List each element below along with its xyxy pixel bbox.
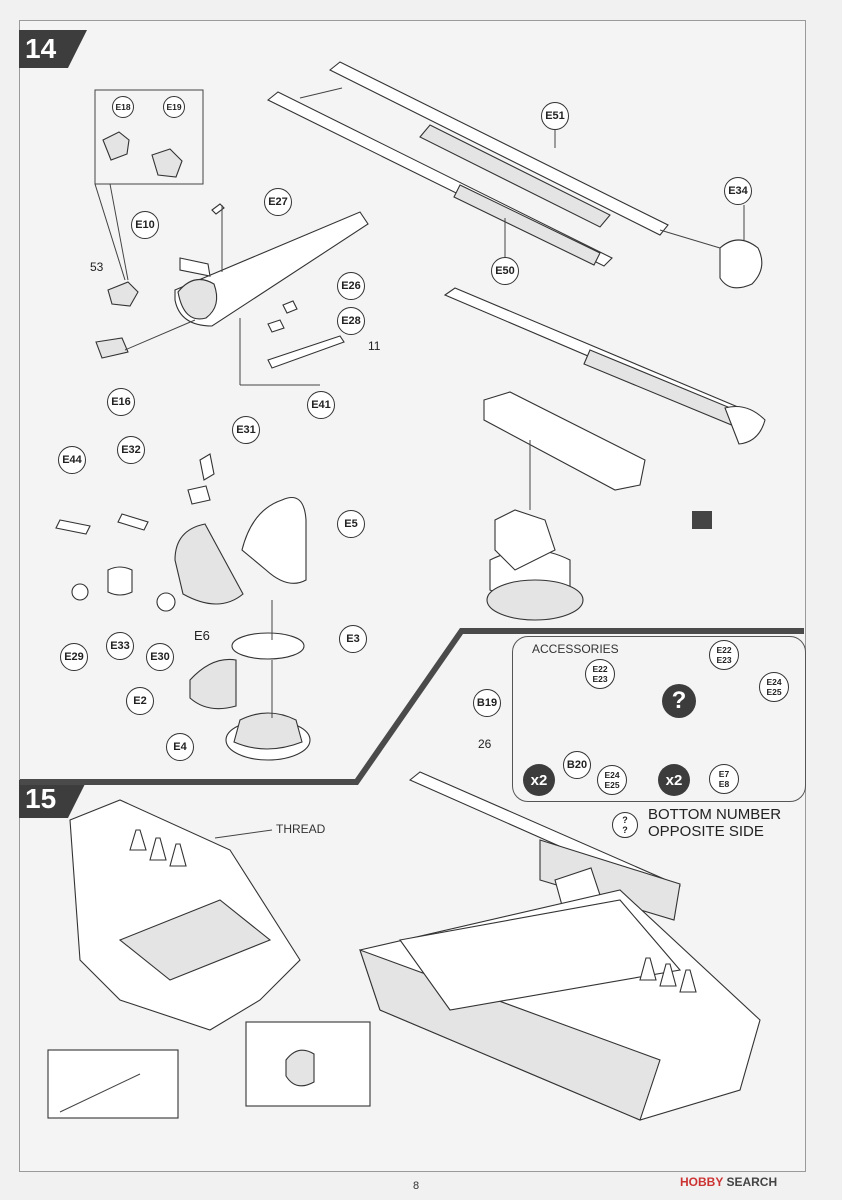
callout-e4: E4: [166, 733, 194, 761]
note-q2: ?: [622, 825, 628, 835]
step-14-badge: 14: [19, 30, 87, 68]
e25-b-text: E25: [604, 780, 620, 790]
callout-e22-e23-a: E22 E23: [585, 659, 615, 689]
callout-e24-e25-a: E24 E25: [759, 672, 789, 702]
bottom-number-note: BOTTOM NUMBER OPPOSITE SIDE: [648, 806, 781, 840]
page-number: 8: [413, 1180, 420, 1192]
note-q1: ?: [622, 815, 628, 825]
callout-e31: E31: [232, 416, 260, 444]
accessories-title: ACCESSORIES: [532, 642, 619, 656]
callout-e19: E19: [163, 96, 185, 118]
callout-e3: E3: [339, 625, 367, 653]
e7-text: E7: [718, 769, 730, 779]
e25-a-text: E25: [766, 687, 782, 697]
label-26: 26: [478, 737, 492, 751]
callout-e50: E50: [491, 257, 519, 285]
note-line1: BOTTOM NUMBER: [648, 806, 782, 823]
callout-b20: B20: [563, 751, 591, 779]
callout-e24-e25-b: E24 E25: [597, 765, 627, 795]
brand-suffix: SEARCH: [726, 1175, 778, 1189]
callout-e26: E26: [337, 272, 365, 300]
callout-e33: E33: [106, 632, 134, 660]
quantity-x2-left: x2: [523, 764, 555, 796]
callout-e18: E18: [112, 96, 134, 118]
callout-e30: E30: [146, 643, 174, 671]
question-icon: ?: [662, 684, 696, 718]
callout-e16: E16: [107, 388, 135, 416]
e23-a-text: E23: [592, 674, 608, 684]
callout-e28: E28: [337, 307, 365, 335]
label-e6: E6: [194, 628, 210, 643]
callout-b19: B19: [473, 689, 501, 717]
step-divider: [20, 628, 804, 785]
thread-label: THREAD: [276, 822, 326, 836]
e22-a-text: E22: [592, 664, 608, 674]
callout-e44: E44: [58, 446, 86, 474]
callout-e51: E51: [541, 102, 569, 130]
callout-e2: E2: [126, 687, 154, 715]
callout-e27: E27: [264, 188, 292, 216]
note-line2: OPPOSITE SIDE: [648, 823, 764, 840]
callout-e10: E10: [131, 211, 159, 239]
callout-e22-e23-b: E22 E23: [709, 640, 739, 670]
brand-watermark: HOBBY SEARCH: [680, 1175, 777, 1189]
quantity-x2-right: x2: [658, 764, 690, 796]
callout-e29: E29: [60, 643, 88, 671]
callout-e32: E32: [117, 436, 145, 464]
bottom-number-icon: ? ?: [612, 812, 638, 838]
callout-e7-e8: E7 E8: [709, 764, 739, 794]
e24-a-text: E24: [766, 677, 782, 687]
e22-b-text: E22: [716, 645, 732, 655]
brand-prefix: HOBBY: [680, 1175, 724, 1189]
e24-b-text: E24: [604, 770, 620, 780]
label-11: 11: [368, 339, 381, 353]
e23-b-text: E23: [716, 655, 732, 665]
callout-e41: E41: [307, 391, 335, 419]
label-53: 53: [90, 260, 104, 274]
e8-text: E8: [718, 779, 730, 789]
callout-e5: E5: [337, 510, 365, 538]
inset-box-e18-e19: [94, 89, 204, 185]
callout-e34: E34: [724, 177, 752, 205]
